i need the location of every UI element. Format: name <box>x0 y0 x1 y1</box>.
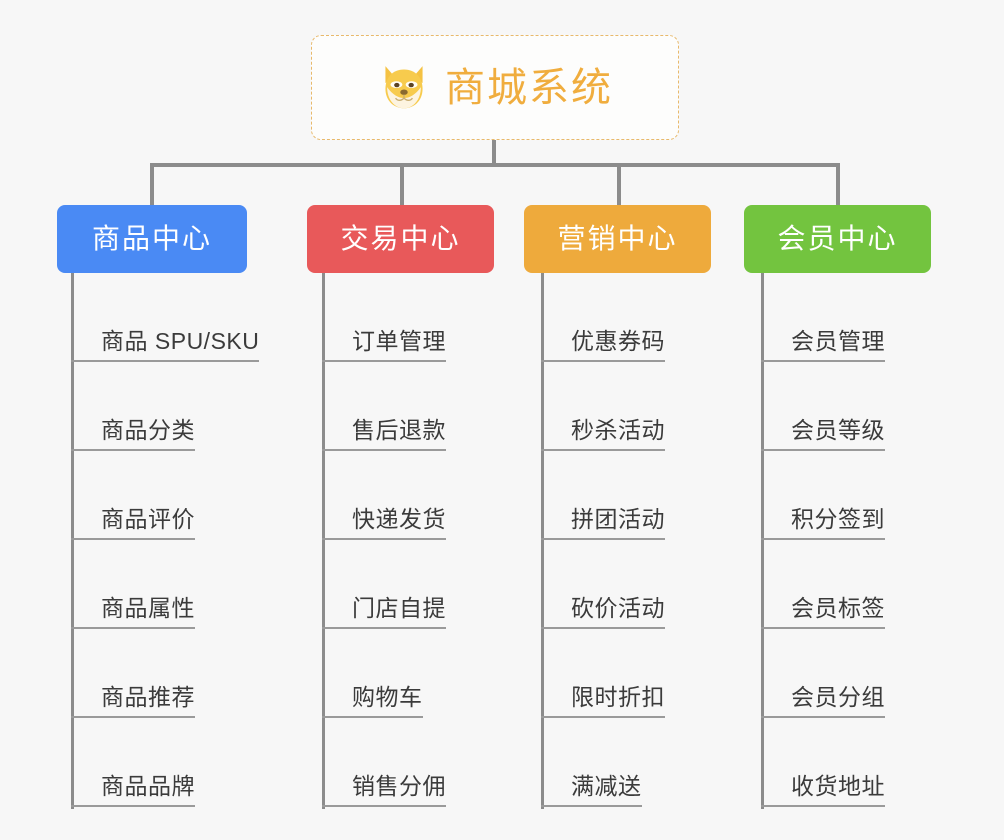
leaf-label: 会员等级 <box>791 416 885 443</box>
leaf-item[interactable]: 优惠券码 <box>541 273 665 362</box>
shiba-dog-face-icon <box>385 65 423 108</box>
leaf-underline: 商品属性 <box>71 595 195 629</box>
leaf-item[interactable]: 商品属性 <box>71 540 195 629</box>
leaf-underline: 门店自提 <box>322 595 446 629</box>
leaf-item[interactable]: 会员标签 <box>761 540 885 629</box>
leaf-label: 拼团活动 <box>571 505 665 532</box>
leaf-underline: 砍价活动 <box>541 595 665 629</box>
leaf-label: 商品推荐 <box>101 683 195 710</box>
leaf-underline: 快递发货 <box>322 506 446 540</box>
leaf-underline: 积分签到 <box>761 506 885 540</box>
leaf-item[interactable]: 会员管理 <box>761 273 885 362</box>
leaf-label: 商品 SPU/SKU <box>101 327 260 354</box>
column-trunk-line <box>541 273 544 809</box>
leaf-item[interactable]: 限时折扣 <box>541 629 665 718</box>
leaf-item[interactable]: 购物车 <box>322 629 423 718</box>
leaf-underline: 售后退款 <box>322 417 446 451</box>
category-label: 会员中心 <box>777 223 898 254</box>
leaf-label: 秒杀活动 <box>571 416 665 443</box>
leaf-item[interactable]: 积分签到 <box>761 451 885 540</box>
leaf-underline: 商品品牌 <box>71 773 195 807</box>
leaf-item[interactable]: 秒杀活动 <box>541 362 665 451</box>
leaf-item[interactable]: 快递发货 <box>322 451 446 540</box>
leaf-item[interactable]: 商品 SPU/SKU <box>71 273 260 362</box>
leaf-label: 砍价活动 <box>571 594 665 621</box>
leaf-item[interactable]: 会员分组 <box>761 629 885 718</box>
leaf-label: 收货地址 <box>791 772 885 799</box>
leaf-item[interactable]: 商品评价 <box>71 451 195 540</box>
leaf-underline: 会员分组 <box>761 684 885 718</box>
leaf-label: 会员标签 <box>791 594 885 621</box>
leaf-label: 购物车 <box>352 683 423 710</box>
leaf-underline: 拼团活动 <box>541 506 665 540</box>
category-node-product-center[interactable]: 商品中心 <box>57 205 247 273</box>
leaf-item[interactable]: 商品品牌 <box>71 718 195 807</box>
leaf-item[interactable]: 订单管理 <box>322 273 446 362</box>
leaf-item[interactable]: 销售分佣 <box>322 718 446 807</box>
leaf-underline: 秒杀活动 <box>541 417 665 451</box>
leaf-underline: 商品推荐 <box>71 684 195 718</box>
leaf-item[interactable]: 会员等级 <box>761 362 885 451</box>
category-label: 商品中心 <box>91 223 212 254</box>
leaf-label: 门店自提 <box>352 594 446 621</box>
leaf-label: 满减送 <box>571 772 642 799</box>
leaf-label: 快递发货 <box>352 505 446 532</box>
column-trunk-line <box>71 273 74 809</box>
leaf-item[interactable]: 拼团活动 <box>541 451 665 540</box>
column-trunk-line <box>761 273 764 809</box>
column-trunk-line <box>322 273 325 809</box>
category-label: 交易中心 <box>340 223 461 254</box>
leaf-item[interactable]: 砍价活动 <box>541 540 665 629</box>
leaf-underline: 商品分类 <box>71 417 195 451</box>
leaf-underline: 商品评价 <box>71 506 195 540</box>
leaf-underline: 商品 SPU/SKU <box>71 327 260 362</box>
leaf-label: 商品品牌 <box>101 772 195 799</box>
connector-drop-1 <box>150 163 154 205</box>
leaf-label: 会员管理 <box>791 327 885 354</box>
connector-drop-2 <box>400 163 404 205</box>
leaf-label: 积分签到 <box>791 505 885 532</box>
leaf-underline: 收货地址 <box>761 773 885 807</box>
leaf-item[interactable]: 满减送 <box>541 718 642 807</box>
leaf-label: 商品评价 <box>101 505 195 532</box>
leaf-item[interactable]: 售后退款 <box>322 362 446 451</box>
leaf-underline: 销售分佣 <box>322 773 446 807</box>
leaf-label: 商品属性 <box>101 594 195 621</box>
leaf-underline: 会员管理 <box>761 328 885 362</box>
leaf-label: 会员分组 <box>791 683 885 710</box>
connector-horizontal-bus <box>150 163 840 167</box>
root-node[interactable]: 商城系统 <box>311 35 679 140</box>
leaf-underline: 限时折扣 <box>541 684 665 718</box>
leaf-label: 商品分类 <box>101 416 195 443</box>
connector-drop-3 <box>617 163 621 205</box>
category-node-member-center[interactable]: 会员中心 <box>744 205 931 273</box>
leaf-label: 优惠券码 <box>571 327 665 354</box>
leaf-label: 销售分佣 <box>352 772 446 799</box>
leaf-underline: 会员等级 <box>761 417 885 451</box>
leaf-item[interactable]: 商品推荐 <box>71 629 195 718</box>
category-node-trade-center[interactable]: 交易中心 <box>307 205 494 273</box>
leaf-underline: 购物车 <box>322 684 423 718</box>
leaf-item[interactable]: 收货地址 <box>761 718 885 807</box>
leaf-label: 订单管理 <box>352 327 446 354</box>
leaf-item[interactable]: 商品分类 <box>71 362 195 451</box>
leaf-item[interactable]: 门店自提 <box>322 540 446 629</box>
leaf-label: 限时折扣 <box>571 683 665 710</box>
leaf-label: 售后退款 <box>352 416 446 443</box>
category-node-marketing-center[interactable]: 营销中心 <box>524 205 711 273</box>
leaf-underline: 优惠券码 <box>541 328 665 362</box>
leaf-underline: 满减送 <box>541 773 642 807</box>
root-title: 商城系统 <box>445 65 613 110</box>
connector-drop-4 <box>836 163 840 205</box>
category-label: 营销中心 <box>557 223 678 254</box>
leaf-underline: 会员标签 <box>761 595 885 629</box>
leaf-underline: 订单管理 <box>322 328 446 362</box>
connector-root-stem <box>492 140 496 165</box>
